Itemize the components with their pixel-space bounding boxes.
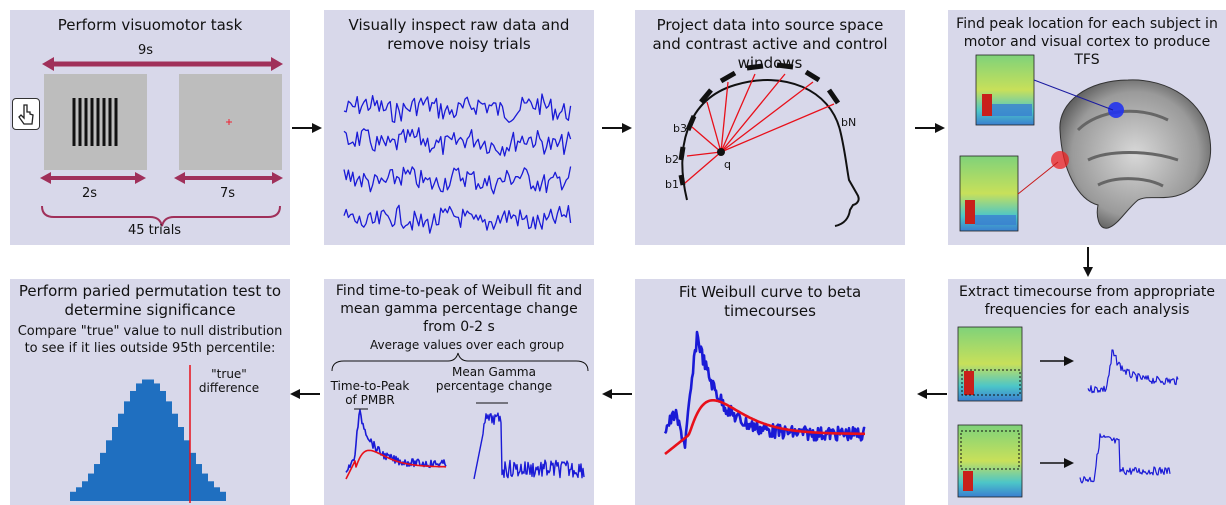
flow-arrow-7 xyxy=(290,389,320,399)
histogram-bar xyxy=(160,390,166,501)
grating-bars xyxy=(72,98,118,146)
group-averages-graphic xyxy=(331,352,589,480)
flow-arrow-4 xyxy=(1083,247,1093,277)
panel-title: Fit Weibull curve to beta timecourses xyxy=(678,283,862,320)
sensor-label-b1: b1 xyxy=(665,178,679,191)
histogram-bar xyxy=(178,427,184,501)
histogram-bar xyxy=(130,390,136,501)
histogram-bar xyxy=(118,413,124,501)
histogram-bar xyxy=(70,491,76,501)
sensor-label-b3: b3 xyxy=(673,122,687,135)
panel-title: Find time-to-peak of Weibull fit and mea… xyxy=(335,283,583,335)
raw-trace-2 xyxy=(343,127,572,157)
grating-stimulus xyxy=(44,74,147,170)
panel-subtitle: Compare "true" value to null distributio… xyxy=(17,324,283,356)
panel-source-space: Project data into source space and contr… xyxy=(635,10,905,245)
histogram-bar xyxy=(142,379,148,501)
panel-title: Perform paried permutation test to deter… xyxy=(18,282,282,319)
histogram-bar xyxy=(148,379,154,501)
histogram-bar xyxy=(166,401,172,501)
panel-permutation-test: Perform paried permutation test to deter… xyxy=(10,279,290,505)
rest-duration-label: 7s xyxy=(220,186,236,201)
ttp-trace xyxy=(345,409,447,473)
gamma-trace xyxy=(473,412,585,480)
flow-arrow-1 xyxy=(292,123,322,133)
histogram-bar xyxy=(82,481,88,501)
weibull-fit-curve xyxy=(664,399,866,456)
histogram-bar xyxy=(214,487,220,501)
panel-subtitle: Average values over each group xyxy=(370,338,565,352)
timecourse-extraction-graphic xyxy=(957,326,1179,498)
panel-title: Extract timecourse from appropriate freq… xyxy=(958,284,1216,318)
histogram-bar xyxy=(124,401,130,501)
histogram-bar xyxy=(190,452,196,501)
flow-arrow-6 xyxy=(602,389,632,399)
histogram-bar xyxy=(208,481,214,501)
histogram-bar xyxy=(100,452,106,501)
sensor-label-bN: bN xyxy=(841,116,857,129)
weibull-fit-graphic xyxy=(663,330,866,456)
trials-label: 45 trials xyxy=(128,223,182,238)
panel-raw-data: Visually inspect raw data and remove noi… xyxy=(324,10,594,245)
panel-extract-timecourse: Extract timecourse from appropriate freq… xyxy=(948,279,1226,505)
panel-title: Project data into source space and contr… xyxy=(652,16,888,72)
head-beamformer-graphic xyxy=(678,62,860,227)
histogram-bar xyxy=(94,464,100,501)
stim-duration-label: 2s xyxy=(82,186,98,201)
ttp-label: Time-to-Peak of PMBR xyxy=(330,379,410,407)
source-label-q: q xyxy=(724,158,731,171)
timeline-graphic xyxy=(40,57,283,227)
panel-title: Find peak location for each subject in m… xyxy=(956,16,1218,68)
histogram-bar xyxy=(136,383,142,501)
panel-weibull-fit: Fit Weibull curve to beta timecourses xyxy=(635,279,905,505)
total-duration-label: 9s xyxy=(138,43,154,58)
histogram-bar xyxy=(184,440,190,501)
histogram-bar xyxy=(172,413,178,501)
histogram-bar xyxy=(88,473,94,501)
panel-time-to-peak: Find time-to-peak of Weibull fit and mea… xyxy=(324,279,594,505)
flow-arrow-2 xyxy=(602,123,632,133)
null-distribution-histogram xyxy=(70,365,226,503)
hand-icon xyxy=(12,98,40,130)
beta-timecourse xyxy=(1087,349,1179,394)
flow-arrow-3 xyxy=(915,123,945,133)
histogram-bar xyxy=(154,383,160,501)
raw-trace-3 xyxy=(343,166,572,195)
panel-title: Visually inspect raw data and remove noi… xyxy=(348,16,570,53)
brain-tfs-graphic xyxy=(959,54,1212,232)
histogram-bar xyxy=(202,473,208,501)
panel-title: Perform visuomotor task xyxy=(57,16,243,34)
panel-peak-location: Find peak location for each subject in m… xyxy=(948,10,1226,245)
true-difference-label: "true" difference xyxy=(198,367,260,395)
gamma-label: Mean Gamma percentage change xyxy=(435,365,553,393)
ttp-fit xyxy=(345,449,446,480)
flow-arrow-5 xyxy=(917,389,947,399)
gamma-timecourse xyxy=(1079,433,1171,484)
histogram-bar xyxy=(196,464,202,501)
panel-visuomotor-task: Perform visuomotor task 9s 2s 7s 45 t xyxy=(10,10,290,245)
beta-timecourse-trace xyxy=(663,330,866,449)
histogram-bar xyxy=(220,491,226,501)
histogram-bar xyxy=(76,487,82,501)
raw-trace-4 xyxy=(343,204,572,234)
histogram-bar xyxy=(112,427,118,501)
raw-trace-1 xyxy=(343,93,572,123)
histogram-bar xyxy=(106,440,112,501)
raw-traces xyxy=(343,93,572,234)
sensor-label-b2: b2 xyxy=(665,153,679,166)
